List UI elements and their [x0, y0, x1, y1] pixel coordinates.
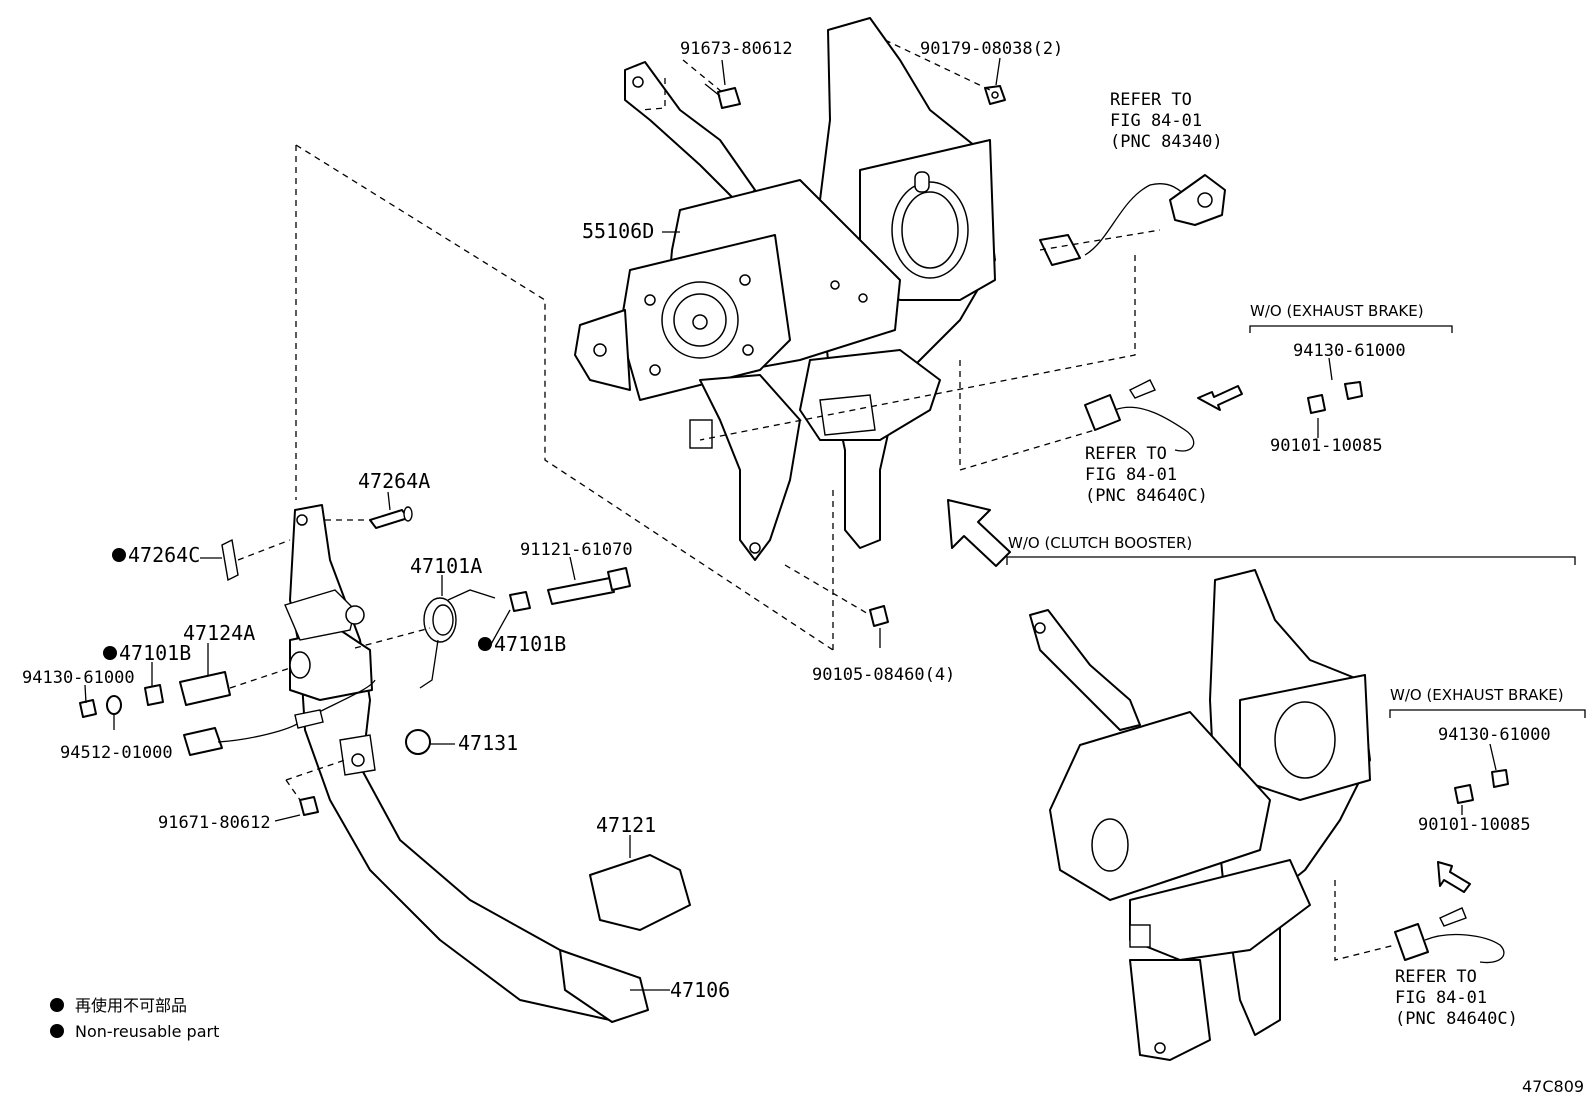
- clutch-pedal-arm: [284, 504, 649, 1023]
- stopper-47131: [405, 729, 431, 755]
- clip-47264C: [221, 538, 239, 582]
- label-refer-84640C-lower-l1: REFER TO: [1395, 967, 1477, 987]
- legend-japanese: 再使用不可部品: [75, 996, 187, 1015]
- figure-code: 47C809: [1522, 1077, 1584, 1096]
- bolt-91673: [704, 83, 741, 109]
- label-91671-80612: 91671-80612: [158, 813, 271, 833]
- legend-dot: [50, 1024, 64, 1038]
- label-47264A: 47264A: [358, 469, 430, 493]
- arrow-exhaust-lower: [1437, 861, 1471, 893]
- legend: 再使用不可部品 Non-reusable part: [50, 996, 219, 1041]
- legend-english: Non-reusable part: [75, 1022, 219, 1041]
- bolt-91671: [299, 796, 319, 816]
- label-90101-10085-lower: 90101-10085: [1418, 815, 1531, 835]
- view-direction-arrow: [947, 499, 1011, 567]
- switch-harness-84340: [1039, 174, 1226, 266]
- label-47101A: 47101A: [410, 554, 482, 578]
- collar-47124A: [179, 671, 231, 706]
- label-wo-exhaust-brake-lower: W/O (EXHAUST BRAKE): [1390, 686, 1564, 704]
- label-90105-08460: 90105-08460(4): [812, 665, 955, 685]
- arrow-exhaust-upper: [1197, 385, 1243, 411]
- pin-47264A: [369, 506, 413, 529]
- legend-dot: [50, 998, 64, 1012]
- dashed-guide-lines: [229, 39, 1396, 961]
- part-labels: 91673-80612 90179-08038(2) REFER TO FIG …: [22, 39, 1564, 1029]
- non-reusable-mark: [112, 548, 126, 562]
- label-47101B-right-group: 47101B: [478, 632, 566, 656]
- bolt-nut-lower-right: [1454, 769, 1509, 804]
- washer-94512: [106, 695, 122, 715]
- label-55106D: 55106D: [582, 219, 654, 243]
- non-reusable-mark: [103, 646, 117, 660]
- label-47264C-group: 47264C: [112, 543, 200, 567]
- label-wo-exhaust-brake-upper: W/O (EXHAUST BRAKE): [1250, 302, 1424, 320]
- exhaust-brake-switch-upper: [1084, 379, 1195, 452]
- nut-90179: [984, 85, 1006, 105]
- bolt-nut-upper-right: [1307, 381, 1363, 414]
- bolt-91121: [547, 567, 631, 605]
- label-94512-01000: 94512-01000: [60, 743, 173, 763]
- label-refer-84640C-upper-l1: REFER TO: [1085, 444, 1167, 464]
- pedal-bracket-assembly: [574, 17, 996, 561]
- bushing-47101B-right: [509, 591, 531, 612]
- label-90179-08038: 90179-08038(2): [920, 39, 1063, 59]
- exhaust-brake-switch-lower: [1394, 907, 1505, 964]
- label-refer-84640C-lower-l2: FIG 84-01: [1395, 988, 1487, 1008]
- leader-lines: [84, 57, 1497, 991]
- label-refer-84340-l1: REFER TO: [1110, 90, 1192, 110]
- label-47106: 47106: [670, 978, 730, 1002]
- label-90101-10085-upper: 90101-10085: [1270, 436, 1383, 456]
- label-refer-84640C-upper-l3: (PNC 84640C): [1085, 486, 1208, 506]
- scope-brackets: [1006, 325, 1586, 718]
- bolt-90105: [869, 605, 889, 627]
- non-reusable-mark: [478, 637, 492, 651]
- label-47131: 47131: [458, 731, 518, 755]
- label-47264C: 47264C: [128, 543, 200, 567]
- label-wo-clutch-booster: W/O (CLUTCH BOOSTER): [1008, 534, 1192, 552]
- label-refer-84640C-upper-l2: FIG 84-01: [1085, 465, 1177, 485]
- pedal-switch-harness: [183, 679, 376, 756]
- label-94130-61000-upper: 94130-61000: [1293, 341, 1406, 361]
- label-91121-61070: 91121-61070: [520, 540, 633, 560]
- label-94130-61000-lower: 94130-61000: [1438, 725, 1551, 745]
- bracket-assembly-wo-clutch-booster: [1029, 569, 1371, 1061]
- bushing-47101B-left: [144, 684, 164, 706]
- nut-94130-left: [79, 699, 97, 718]
- label-47124A: 47124A: [183, 621, 255, 645]
- label-47121: 47121: [596, 813, 656, 837]
- label-94130-61000-left: 94130-61000: [22, 668, 135, 688]
- spring-47101A: [419, 589, 496, 689]
- label-refer-84640C-lower-l3: (PNC 84640C): [1395, 1009, 1518, 1029]
- pedal-pad-47121: [589, 854, 691, 931]
- label-refer-84340-l3: (PNC 84340): [1110, 132, 1223, 152]
- label-47101B-right: 47101B: [494, 632, 566, 656]
- label-47101B-left-group: 47101B: [103, 641, 191, 665]
- label-refer-84340-l2: FIG 84-01: [1110, 111, 1202, 131]
- label-47101B-left: 47101B: [119, 641, 191, 665]
- label-91673-80612: 91673-80612: [680, 39, 793, 59]
